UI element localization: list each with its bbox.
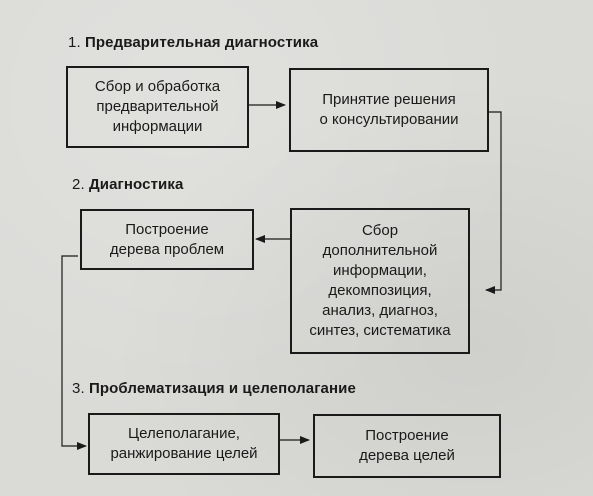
box-line: дополнительной [322,242,438,259]
box-line: Принятие решения [322,91,456,108]
box-line: Сбор [361,222,399,239]
box-line: Построение [365,427,449,444]
box-goal-setting: Целеполагание, ранжирование целей [88,413,280,475]
box-additional-info-analysis: Сбор дополнительной информации, декомпоз… [290,208,470,354]
box-line: предварительной [96,98,219,115]
box-line: Целеполагание, [128,425,240,442]
box-line: информации [112,118,203,135]
section-number: 1. [68,34,81,51]
arrow-right-icon [61,255,87,450]
section-heading: Проблематизация и целеполагание [89,380,356,397]
box-line: Сбор и обработка [94,78,221,95]
box-collect-preliminary-info: Сбор и обработка предварительной информа… [66,66,249,148]
arrow-left-icon [485,111,502,294]
box-line: о консультировании [319,111,459,128]
box-consulting-decision: Принятие решения о консультировании [289,68,489,152]
section-heading: Предварительная диагностика [85,34,319,51]
box-line: информации, [333,262,427,279]
section-title-preliminary-diagnostics: 1. Предварительная диагностика [68,34,318,51]
section-title-problematization: 3. Проблематизация и целеполагание [72,380,356,397]
section-number: 3. [72,380,85,397]
section-heading: Диагностика [89,176,184,193]
box-line: синтез, систематика [309,322,451,339]
box-line: Построение [125,220,209,238]
box-line: дерева проблем [109,240,225,258]
box-line: дерева целей [359,447,455,464]
section-title-diagnostics: 2. Диагностика [72,176,183,193]
box-line: ранжирование целей [110,445,258,462]
section-number: 2. [72,176,85,193]
box-goal-tree: Построение дерева целей [313,414,501,478]
box-problem-tree: Построение дерева проблем [80,209,254,270]
box-line: декомпозиция, [328,282,432,299]
box-line: анализ, диагноз, [322,302,438,319]
